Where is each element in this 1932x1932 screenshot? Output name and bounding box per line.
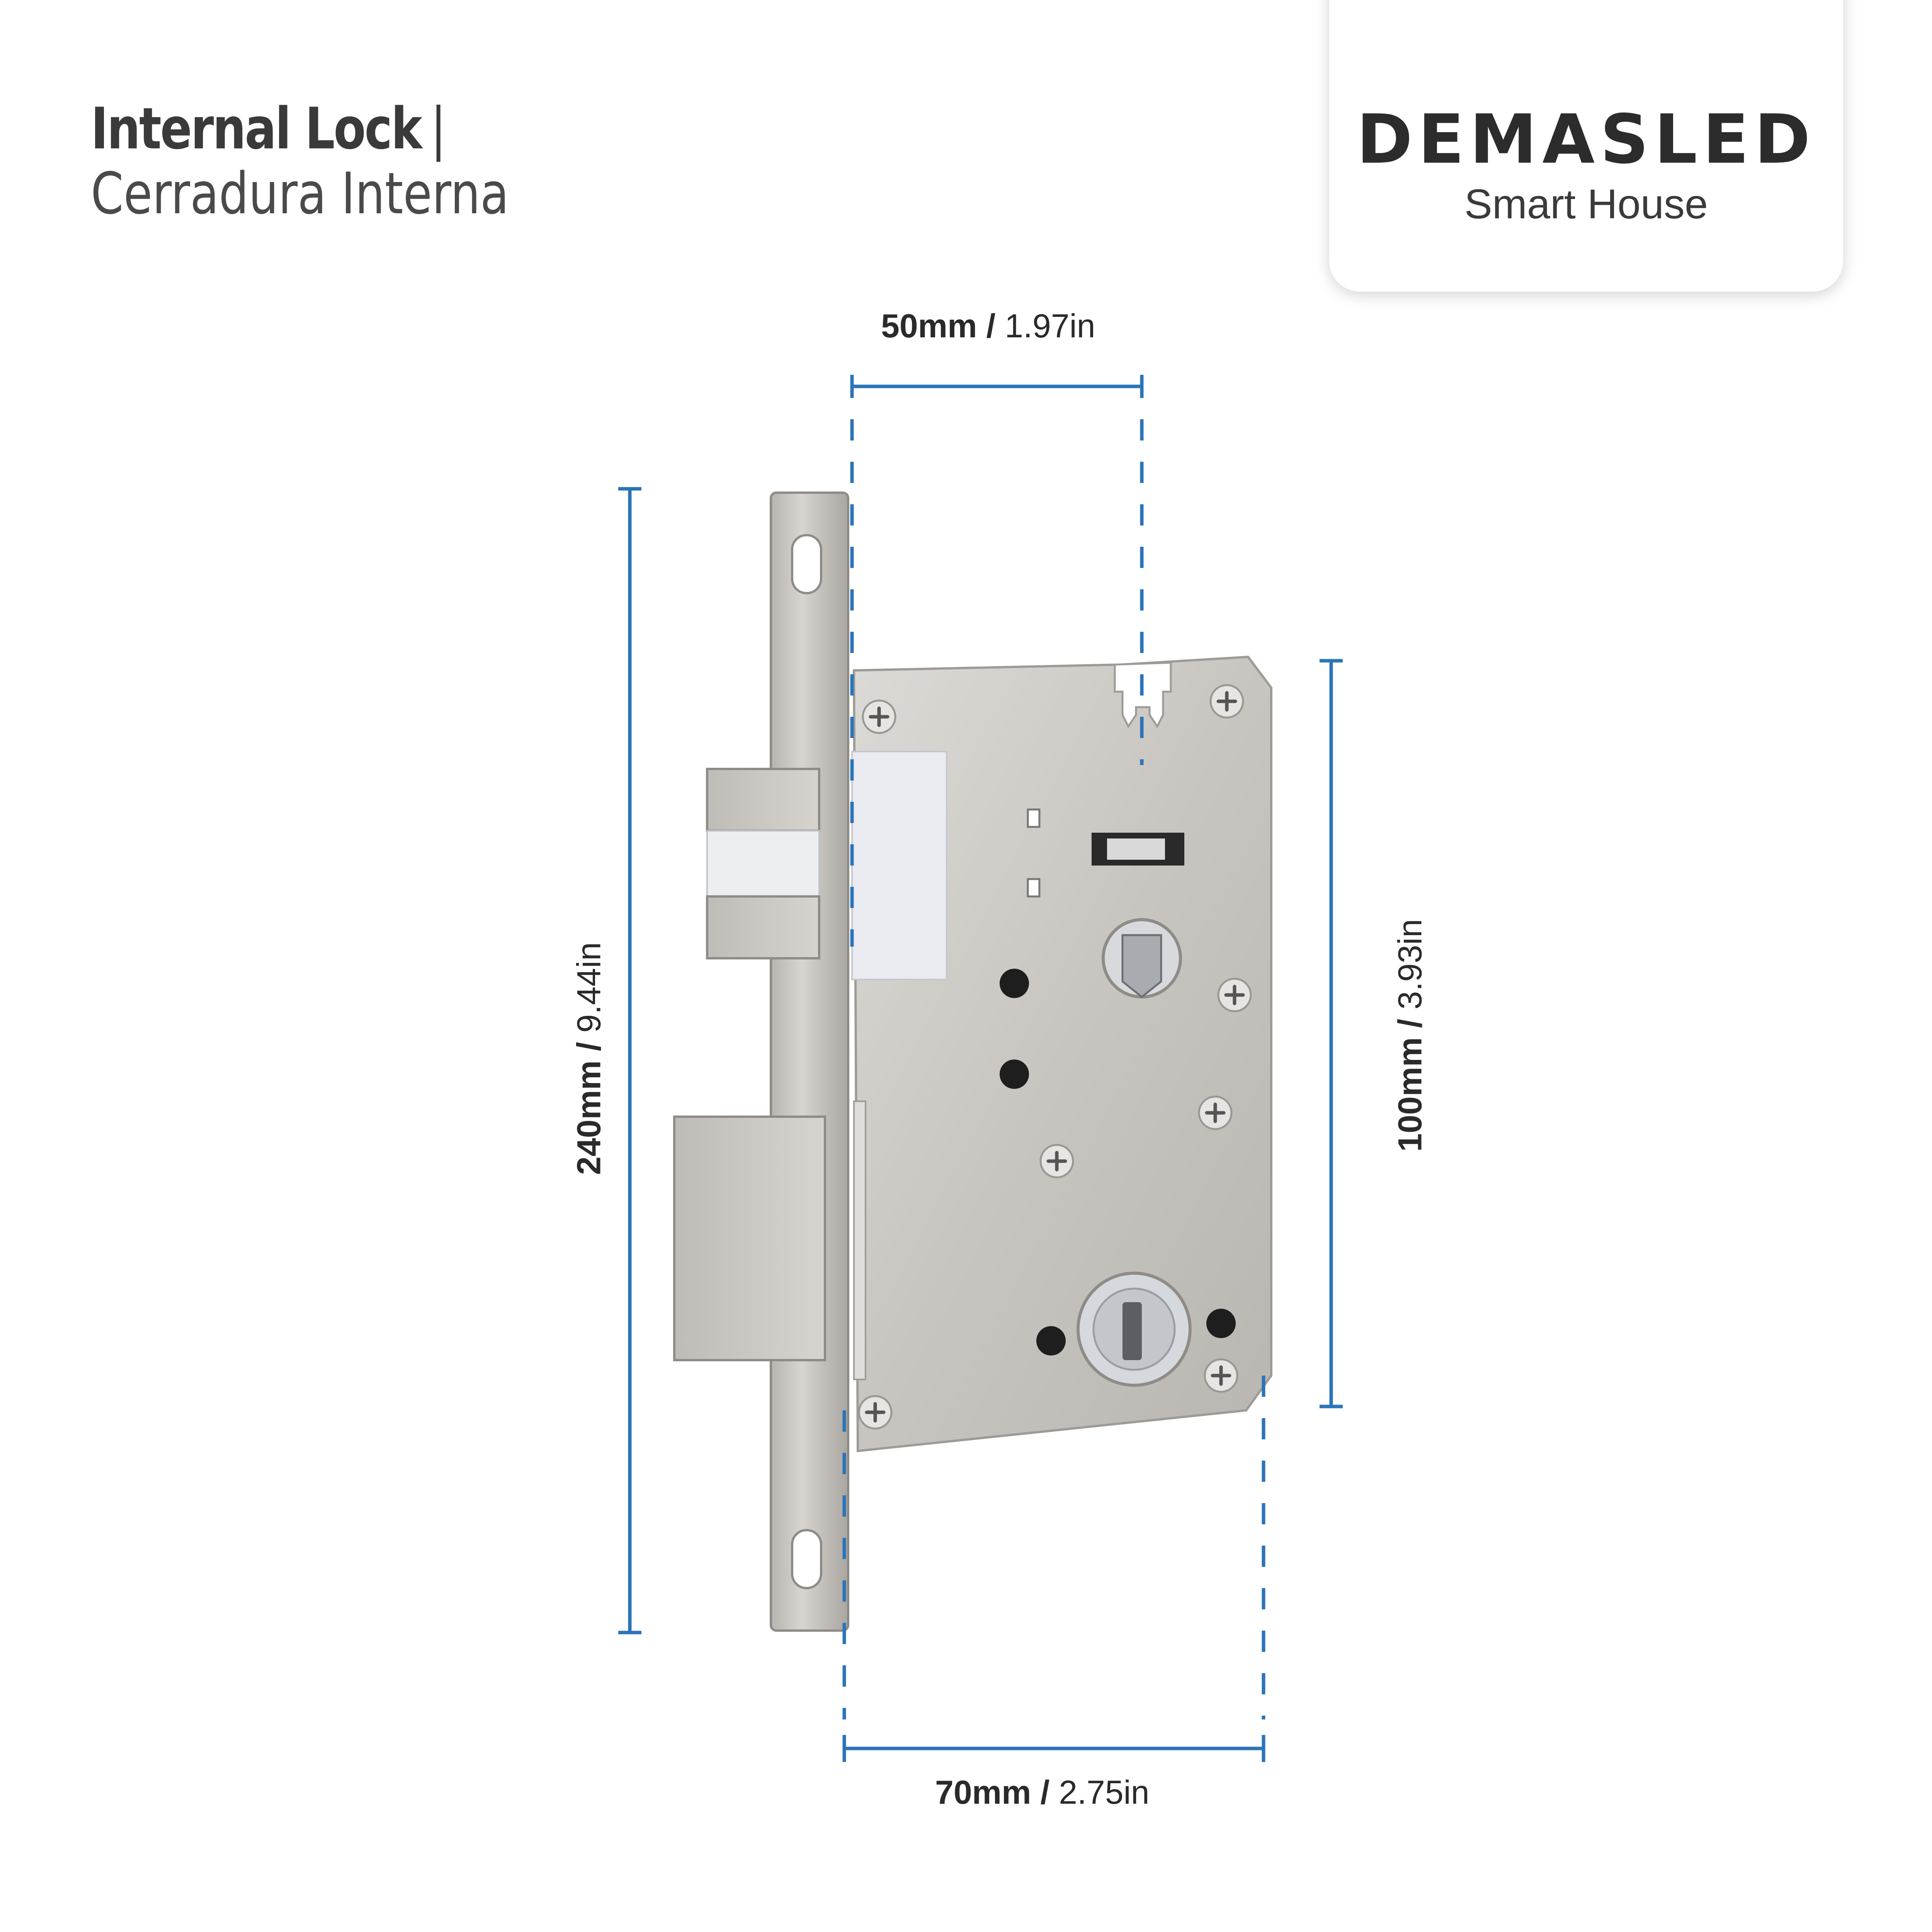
latch-bolt-bottom (706, 895, 820, 959)
dim-bottom-slash: / (1031, 1774, 1059, 1811)
latch-bolt-top (706, 768, 820, 832)
screw-icon-4 (1199, 1097, 1231, 1129)
screw-icon-2 (1211, 685, 1243, 718)
hole-2 (1000, 1060, 1029, 1089)
page-subtitle: Cerradura Interna (91, 160, 509, 227)
plate-hole-bottom (791, 1529, 822, 1589)
dead-bolt-slot (853, 1100, 866, 1380)
dim-height-imperial: 9.44in (570, 942, 608, 1033)
screw-icon-3 (1218, 979, 1251, 1011)
dim-top-imperial: 1.97in (1005, 308, 1095, 345)
dim-body-height (1320, 659, 1343, 1408)
dead-bolt (673, 1116, 826, 1361)
latch-white (706, 830, 820, 897)
brand-tagline: Smart House (1464, 180, 1708, 227)
mark-1 (1027, 808, 1041, 828)
dim-bottom-metric: 70mm (935, 1774, 1031, 1811)
title-text: Internal Lock (91, 95, 422, 162)
nylon-block (851, 751, 947, 980)
brand-card: DEMASLED Smart House (1329, 0, 1843, 292)
plate-hole-top (791, 534, 822, 594)
dim-body-imperial: 3.93in (1391, 919, 1429, 1010)
title-separator: | (430, 95, 446, 162)
dim-top-width (850, 375, 1144, 947)
dim-height-metric: 240mm (570, 1060, 608, 1175)
dim-bottom-width (842, 1376, 1265, 1762)
dim-top-slash: / (977, 308, 1005, 345)
brand-logo: DEMASLED (1356, 100, 1816, 179)
dim-label-top: 50mm / 1.97in (881, 307, 1095, 345)
dim-label-bottom: 70mm / 2.75in (935, 1774, 1150, 1812)
title-block: Internal Lock| Cerradura Interna (91, 95, 601, 228)
dim-top-metric: 50mm (881, 308, 977, 345)
hole-4 (1206, 1309, 1236, 1338)
dim-bottom-imperial: 2.75in (1059, 1774, 1150, 1811)
dim-total-height (618, 487, 641, 1634)
page-title: Internal Lock| (91, 95, 509, 163)
hole-1 (1000, 969, 1029, 998)
hole-3 (1036, 1326, 1066, 1355)
screw-icon-7 (859, 1396, 891, 1429)
screw-icon-1 (863, 701, 895, 733)
dim-label-body-height: 100mm / 3.93in (1391, 900, 1430, 1171)
dim-height-slash: / (570, 1032, 608, 1061)
mark-2 (1027, 878, 1041, 898)
dim-label-total-height: 240mm / 9.44in (570, 923, 609, 1194)
front-plate (770, 492, 849, 1632)
dim-body-slash: / (1391, 1009, 1429, 1037)
screw-icon-5 (1041, 1145, 1073, 1177)
screw-icon-6 (1205, 1359, 1237, 1392)
dim-body-metric: 100mm (1391, 1037, 1429, 1152)
